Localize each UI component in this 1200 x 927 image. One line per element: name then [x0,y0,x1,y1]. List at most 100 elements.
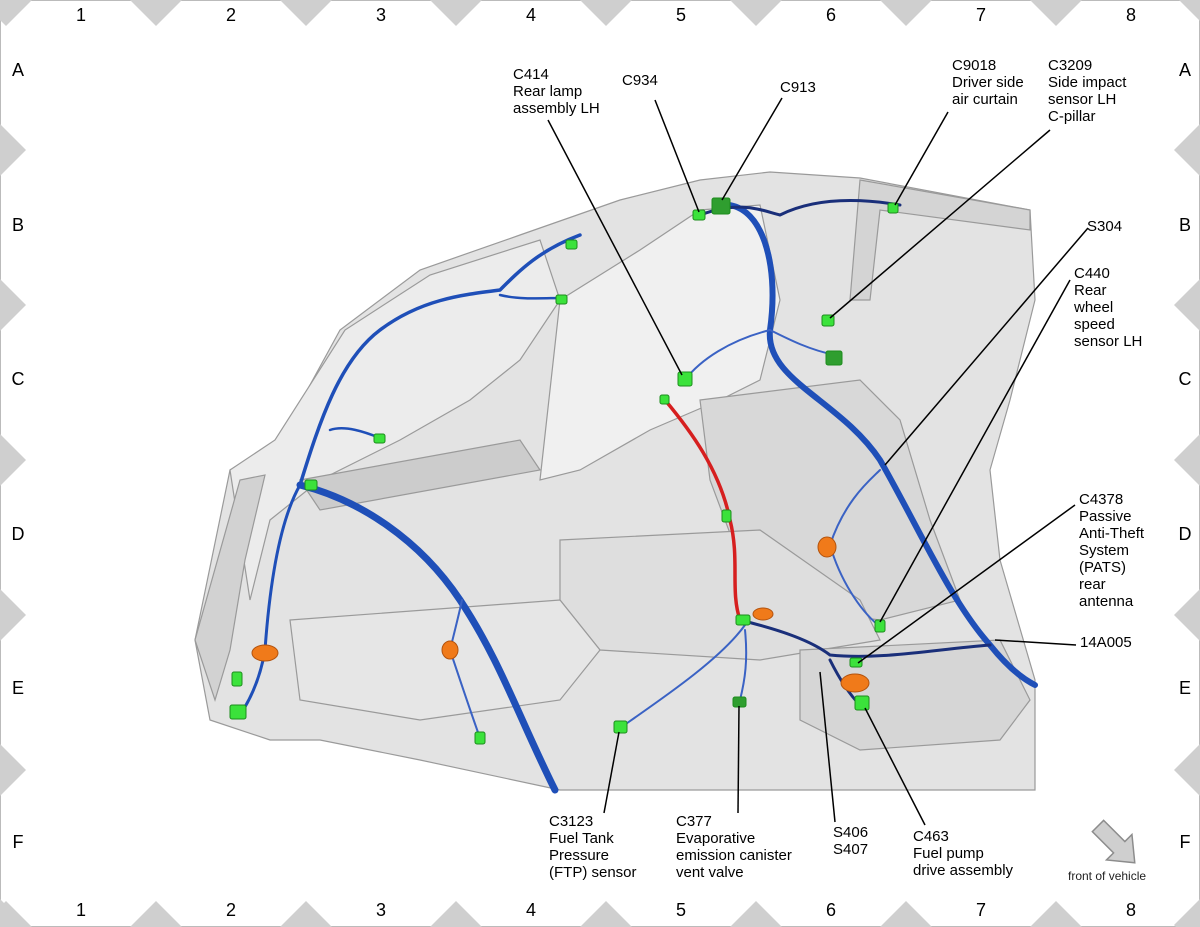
connector-red-top [659,394,670,405]
frame-diamond [1174,279,1200,331]
leader-c414 [547,119,683,376]
grid-col-label: 8 [1125,900,1136,920]
grid-col-label: 1 [75,900,86,920]
leader-s304 [884,227,1089,466]
frame-diamond [1174,434,1200,486]
connector-top-left-1 [565,239,578,250]
leader-c377 [737,705,740,814]
vehicle-body [194,171,1036,791]
leader-s406 [819,671,836,823]
grid-row-label: E [11,678,24,698]
leader-c3209 [829,129,1051,319]
frame-diamond [280,0,332,26]
grommets [251,536,870,693]
leader-c463 [864,707,926,826]
frame-diamond [1179,0,1200,21]
connector-right-dark [825,350,843,366]
connector-mid-floor [735,614,751,626]
frame-diamond [1174,589,1200,641]
grommet-left [251,644,279,662]
grid-col-label: 6 [825,5,836,25]
grid-col-label: 1 [75,5,86,25]
connector-red-mid [721,509,732,523]
frame-diamond [0,899,26,927]
grommet-quarter [817,536,837,558]
frame-diamond [880,901,932,927]
frame-diamond [730,901,782,927]
frame-diamond [130,901,182,927]
frame-diamond [1174,899,1200,927]
grid-row-label: B [11,215,24,235]
harness-ftp-branch [619,624,746,729]
callout-c3123: C3123 Fuel Tank Pressure (FTP) sensor [549,813,637,881]
connectors [229,197,899,745]
harness-c440-branch [829,469,881,626]
leader-c4378 [857,504,1076,664]
grid-row-label: B [1178,215,1191,235]
grid-row-label: C [11,369,25,389]
frame-diamond [130,0,182,26]
grid-row-label: C [1178,369,1192,389]
connector-lower-left [229,704,247,720]
harness-main-trunk [296,481,559,794]
frame-diamond [1030,0,1082,26]
frame-diamond [0,0,21,21]
grommet-mid-floor [752,607,774,621]
connector-lower-drop [474,731,486,745]
frame-diamond [1030,901,1082,927]
grid-col-label: 4 [525,5,536,25]
frame-diamond [0,744,26,796]
frame-diamond [0,279,26,331]
callout-c9018: C9018 Driver side air curtain [952,57,1024,108]
harness-c414-branch [684,329,836,381]
harness-top-rail [698,199,902,217]
frame-diamond [730,0,782,26]
grid-row-label: E [1178,678,1191,698]
frame-diamond [0,589,26,641]
grommet-fuel-pump [840,673,870,693]
connector-side [231,671,243,687]
harness-lower-floor [738,618,992,658]
frame-diamond [580,901,632,927]
grid-col-label: 8 [1125,5,1136,25]
leader-c934 [654,99,700,213]
frame-diamond [430,0,482,26]
connector-top-left-2 [555,294,568,305]
grid-col-label: 5 [675,900,686,920]
grid-row-label: D [1178,524,1192,544]
leader-14a005 [994,639,1077,646]
grid-col-label: 6 [825,900,836,920]
grid-col-label: 3 [375,900,386,920]
frame-diamond [0,434,26,486]
callout-c463: C463 Fuel pump drive assembly [913,828,1014,879]
grid-col-label: 7 [975,5,986,25]
grid-row-label: F [12,832,24,852]
connector-c913 [711,197,731,215]
grid-col-label: 5 [675,5,686,25]
front-arrow-icon [1091,819,1136,864]
connector-c440 [874,619,886,633]
frame-diamond [580,0,632,26]
connector-c3123 [613,720,628,734]
harness-c377-branch [739,629,748,701]
callout-14a005: 14A005 [1080,634,1132,651]
leader-c3123 [603,731,620,814]
connector-c9018 [887,202,899,214]
grid-row-label: A [1178,60,1191,80]
connector-c414 [677,371,693,387]
connector-left-mid [373,433,386,444]
callout-s406: S406 S407 [833,824,869,858]
leader-c9018 [894,111,949,206]
harness-left-drop [238,483,302,717]
connector-c4378 [849,657,863,668]
callout-c3209: C3209 Side impact sensor LH C-pillar [1048,57,1127,125]
frame-diamond [430,901,482,927]
grid-col-label: 2 [225,5,236,25]
front-of-vehicle-label: front of vehicle [1068,869,1147,883]
grid-col-label: 2 [225,900,236,920]
frame-diamond [1174,744,1200,796]
grommet-floor-left [441,640,459,660]
callout-c934: C934 [622,72,658,89]
grid-col-label: 3 [375,5,386,25]
